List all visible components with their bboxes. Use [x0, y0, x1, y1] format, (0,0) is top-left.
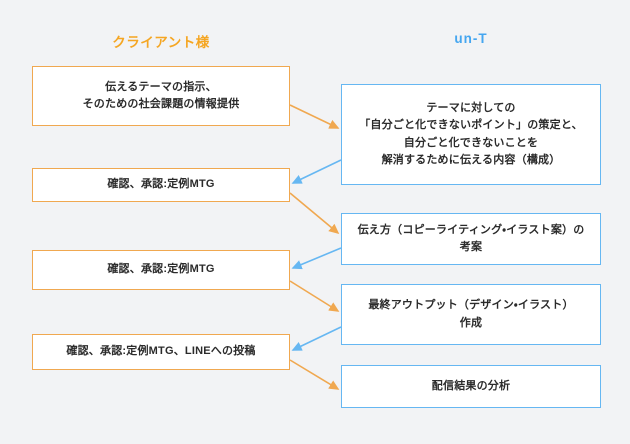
arrow-client3-to-vendor3 — [289, 280, 340, 312]
client-step-1: 伝えるテーマの指示、 そのための社会課題の情報提供 — [32, 66, 290, 126]
client-step-4-label: 確認、承認:定例MTG、LINEへの投稿 — [66, 345, 256, 358]
column-header-vendor: un-T — [454, 31, 488, 46]
vendor-step-3-label: 最終アウトプット（デザイン・イラスト） 作成 — [368, 299, 574, 329]
client-step-3: 確認、承認:定例MTG — [32, 250, 290, 290]
client-step-2: 確認、承認:定例MTG — [32, 168, 290, 202]
client-step-3-label: 確認、承認:定例MTG — [107, 263, 215, 276]
arrow-vendor3-to-client4 — [291, 326, 342, 351]
client-step-4: 確認、承認:定例MTG、LINEへの投稿 — [32, 334, 290, 370]
vendor-step-1: テーマに対しての 「自分ごと化できないポイント」の策定と、 自分ごと化できないこ… — [341, 84, 601, 185]
client-step-1-label: 伝えるテーマの指示、 そのための社会課題の情報提供 — [82, 80, 240, 110]
arrow-vendor1-to-client2 — [291, 159, 342, 184]
vendor-step-2-label: 伝え方（コピーライティング・イラスト案）の 考案 — [357, 223, 585, 253]
vendor-step-4-label: 配信結果の分析 — [431, 379, 511, 392]
vendor-step-1-label: テーマに対しての 「自分ごと化できないポイント」の策定と、 自分ごと化できないこ… — [359, 102, 583, 166]
vendor-step-4: 配信結果の分析 — [341, 365, 601, 408]
arrow-client2-to-vendor2 — [289, 192, 340, 235]
column-header-client: クライアント様 — [112, 35, 210, 50]
arrow-vendor2-to-client3 — [291, 247, 342, 270]
vendor-step-2: 伝え方（コピーライティング・イラスト案）の 考案 — [341, 213, 601, 265]
arrow-client4-to-vendor4 — [289, 359, 340, 390]
vendor-step-3: 最終アウトプット（デザイン・イラスト） 作成 — [341, 284, 601, 345]
client-step-2-label: 確認、承認:定例MTG — [107, 178, 215, 191]
arrow-client1-to-vendor1 — [289, 104, 340, 129]
